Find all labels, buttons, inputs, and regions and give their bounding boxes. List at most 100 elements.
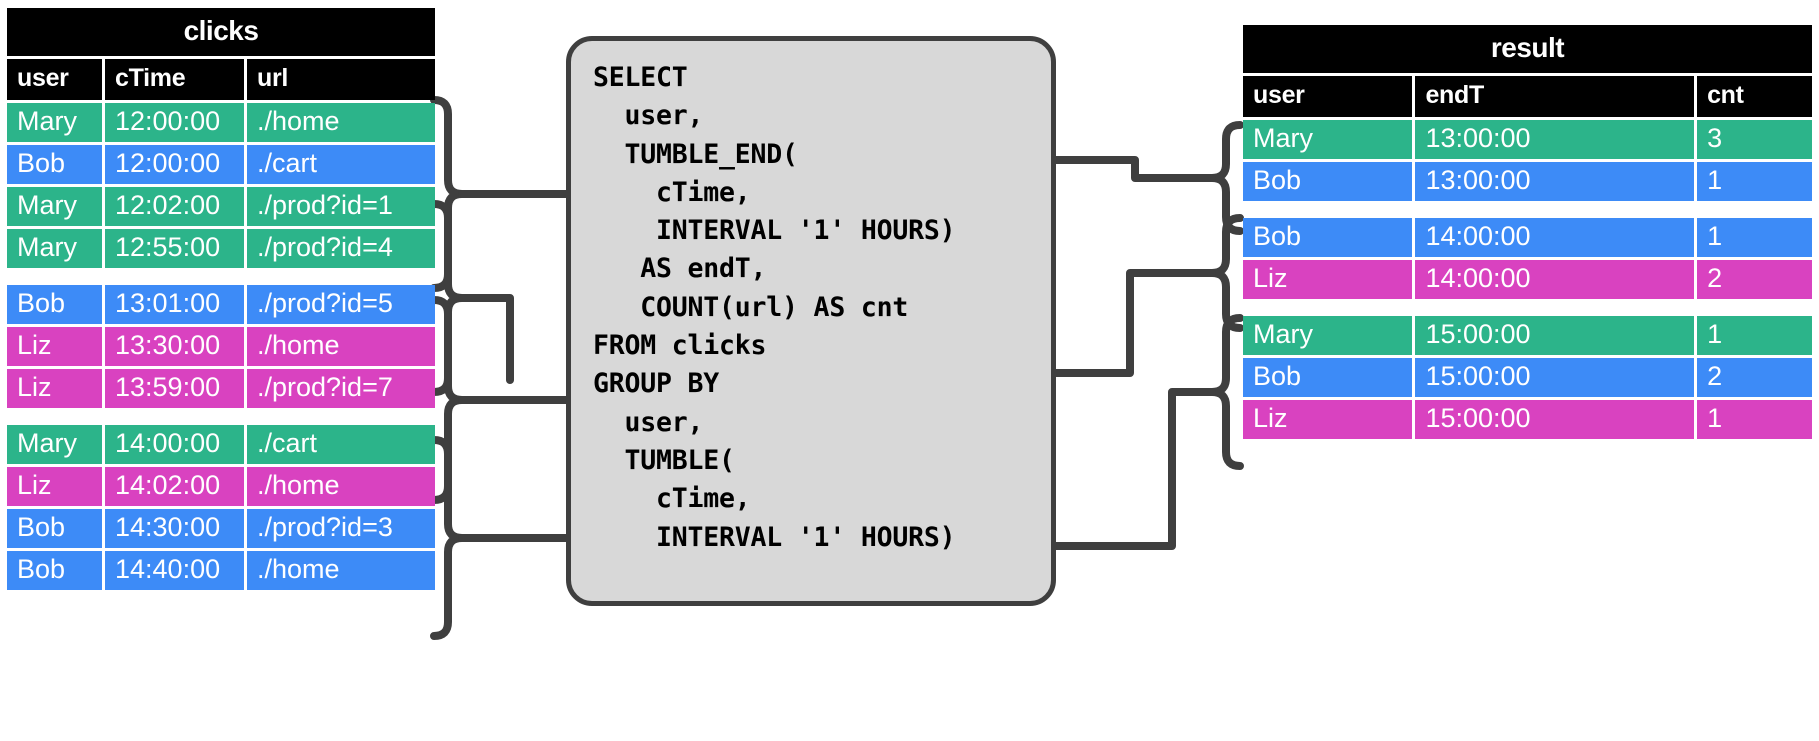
clicks-cell-url: ./home [247,103,435,142]
result-cell-endT: 15:00:00 [1415,400,1695,439]
clicks-cell-url: ./home [247,551,435,590]
result-cell-endT: 14:00:00 [1415,260,1695,299]
output-brace-2 [1208,214,1244,332]
clicks-cell-cTime: 12:00:00 [105,103,244,142]
clicks-cell-cTime: 12:00:00 [105,145,244,184]
clicks-title-row: clicks [7,8,435,56]
result-title: result [1243,25,1812,73]
clicks-cell-cTime: 13:59:00 [105,369,244,408]
result-cell-cnt: 1 [1697,316,1812,355]
clicks-cell-user: Liz [7,369,102,408]
result-column-header-cnt: cnt [1697,76,1812,117]
clicks-cell-cTime: 14:30:00 [105,509,244,548]
clicks-cell-user: Mary [7,425,102,464]
result-cell-cnt: 1 [1697,162,1812,201]
input-brace-3 [430,296,466,504]
clicks-cell-url: ./prod?id=4 [247,229,435,268]
result-cell-endT: 15:00:00 [1415,316,1695,355]
result-group-gap [1243,302,1812,313]
sql-query-box: SELECT user, TUMBLE_END( cTime, INTERVAL… [566,36,1056,606]
output-line-3 [1052,388,1216,550]
clicks-cell-user: Mary [7,103,102,142]
clicks-cell-cTime: 13:30:00 [105,327,244,366]
clicks-cell-url: ./prod?id=1 [247,187,435,226]
clicks-cell-user: Bob [7,285,102,324]
result-group-gap-cell [1243,204,1812,215]
clicks-cell-url: ./home [247,327,435,366]
clicks-group-gap [7,411,435,422]
result-cell-endT: 13:00:00 [1415,120,1695,159]
clicks-group-gap-cell [7,271,435,282]
clicks-cell-url: ./prod?id=5 [247,285,435,324]
clicks-column-header-url: url [247,59,435,100]
clicks-cell-user: Bob [7,145,102,184]
clicks-group-gap-cell [7,411,435,422]
clicks-cell-user: Liz [7,327,102,366]
clicks-cell-cTime: 13:01:00 [105,285,244,324]
result-cell-user: Liz [1243,260,1413,299]
clicks-cell-url: ./prod?id=7 [247,369,435,408]
input-brace-1 [430,96,466,292]
clicks-cell-user: Mary [7,229,102,268]
sql-query-text: SELECT user, TUMBLE_END( cTime, INTERVAL… [593,62,956,553]
clicks-group-gap [7,271,435,282]
result-cell-endT: 14:00:00 [1415,218,1695,257]
clicks-cell-cTime: 14:02:00 [105,467,244,506]
result-cell-cnt: 1 [1697,218,1812,257]
result-cell-user: Bob [1243,162,1413,201]
result-column-header-user: user [1243,76,1413,117]
clicks-cell-user: Bob [7,509,102,548]
result-cell-user: Bob [1243,358,1413,397]
input-line-2 [458,294,514,384]
result-cell-cnt: 2 [1697,260,1812,299]
clicks-column-header-user: user [7,59,102,100]
result-cell-cnt: 2 [1697,358,1812,397]
result-cell-user: Mary [1243,120,1413,159]
input-brace-2 [430,200,466,396]
clicks-cell-url: ./cart [247,425,435,464]
result-group-gap-cell [1243,302,1812,313]
clicks-cell-url: ./home [247,467,435,506]
clicks-cell-cTime: 12:02:00 [105,187,244,226]
result-cell-cnt: 1 [1697,400,1812,439]
clicks-cell-user: Mary [7,187,102,226]
result-column-header-endT: endT [1415,76,1695,117]
clicks-column-header-cTime: cTime [105,59,244,100]
result-group-gap [1243,204,1812,215]
output-line-2 [1052,269,1216,377]
clicks-cell-cTime: 14:40:00 [105,551,244,590]
result-cell-user: Mary [1243,316,1413,355]
input-brace-4 [430,436,466,640]
result-title-row: result [1243,25,1812,73]
clicks-cell-url: ./prod?id=3 [247,509,435,548]
output-brace-1 [1208,121,1244,235]
result-cell-cnt: 3 [1697,120,1812,159]
clicks-cell-cTime: 14:00:00 [105,425,244,464]
clicks-cell-url: ./cart [247,145,435,184]
output-line-1 [1052,156,1216,182]
result-cell-endT: 13:00:00 [1415,162,1695,201]
clicks-title: clicks [7,8,435,56]
